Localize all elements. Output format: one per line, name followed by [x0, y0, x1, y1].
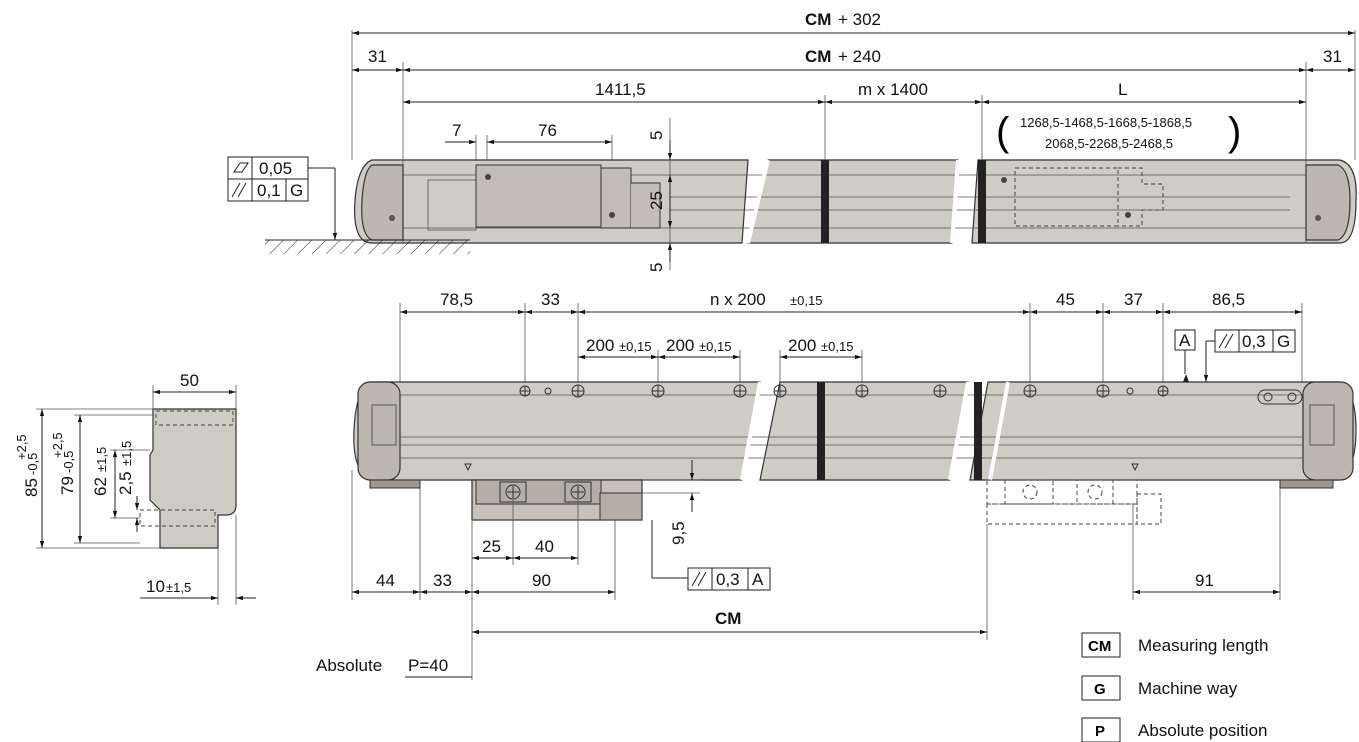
tol-bottom-ref: A [752, 570, 764, 589]
dim-85-tol-up: +2,5 [14, 434, 29, 460]
dim-25: 25 [647, 191, 666, 210]
dim-total-prefix: CM [805, 10, 831, 29]
dim-end-left: 31 [368, 47, 387, 66]
dim-33-top: 33 [541, 290, 560, 309]
legend-label-p: Absolute position [1138, 721, 1267, 740]
dim-inner-prefix: CM [805, 47, 831, 66]
dim-CM: CM [715, 609, 741, 628]
dim-2-5: 2,5 [116, 471, 135, 495]
dim-200-a: 200 [586, 336, 614, 355]
dim-86-5: 86,5 [1212, 290, 1245, 309]
dim-25-front: 25 [482, 537, 501, 556]
dim-n200-tol: ±0,15 [790, 293, 822, 308]
dim-10: 10 [146, 577, 165, 596]
tol-top-value: 0,3 [1242, 332, 1266, 351]
rail-body-middle [747, 159, 959, 244]
dim-200-b-tol: ±0,15 [699, 339, 731, 354]
L-values-line2: 2068,5-2268,5-2468,5 [1045, 136, 1173, 151]
side-profile [149, 408, 237, 549]
L-values-line1: 1268,5-1468,5-1668,5-1868,5 [1020, 115, 1192, 130]
top-view: CM + 302 31 31 CM + 240 1411,5 m x 1400 … [227, 10, 1357, 272]
svg-text:(: ( [996, 110, 1010, 154]
legend-label-cm: Measuring length [1138, 636, 1268, 655]
dim-78-5: 78,5 [440, 290, 473, 309]
dim-200-a-tol: ±0,15 [619, 339, 651, 354]
dim-first-segment: 1411,5 [595, 80, 646, 99]
dim-200-c: 200 [788, 336, 816, 355]
tolerance-frame-top: 0,05 0,1 G [227, 156, 338, 240]
dim-L: L [1118, 80, 1127, 99]
dim-total: + 302 [838, 10, 881, 29]
legend-key-p: P [1095, 723, 1105, 740]
dim-79: 79 [58, 476, 77, 495]
dim-5-top: 5 [647, 131, 666, 140]
dim-inner: + 240 [838, 47, 881, 66]
dim-2-5-tol: ±1,5 [119, 441, 134, 466]
dim-7: 7 [452, 121, 461, 140]
side-view: 50 85 +2,5 -0,5 79 +2,5 -0,5 62 ±1,5 2,5… [14, 371, 256, 605]
tol-parallel-ref: G [290, 181, 303, 200]
absolute-value: P=40 [408, 656, 448, 675]
dim-76: 76 [538, 121, 557, 140]
legend: CM Measuring length G Machine way P Abso… [1081, 632, 1268, 742]
datum-A: A [1179, 331, 1191, 350]
front-view: 78,5 33 n x 200 ±0,15 45 37 86,5 200 ±0,… [316, 290, 1357, 680]
dim-62: 62 [91, 477, 110, 496]
dim-n200: n x 200 [710, 290, 766, 309]
legend-item-g: G Machine way [1081, 675, 1238, 701]
dim-44: 44 [376, 571, 395, 590]
tol-parallel-value: 0,1 [257, 181, 281, 200]
dim-200-c-tol: ±0,15 [821, 339, 853, 354]
tolerance-frame-bottom: 0,3 A [687, 567, 771, 591]
rail-body-right [971, 159, 1357, 244]
dim-91: 91 [1195, 571, 1214, 590]
dim-79-tol-up: +2,5 [50, 432, 65, 458]
dim-37: 37 [1124, 290, 1143, 309]
dim-9-5: 9,5 [669, 521, 688, 545]
dim-repeat-segment: m x 1400 [858, 80, 928, 99]
dim-40: 40 [535, 537, 554, 556]
tol-bottom-value: 0,3 [716, 570, 740, 589]
dim-10-tol: ±1,5 [166, 580, 191, 595]
dim-200-b: 200 [666, 336, 694, 355]
tol-top-ref: G [1277, 332, 1290, 351]
legend-key-g: G [1094, 681, 1106, 698]
dim-85-tol-down: -0,5 [25, 453, 40, 475]
dim-50: 50 [180, 371, 199, 390]
reading-head-front [471, 479, 643, 521]
dim-33-bottom: 33 [433, 571, 452, 590]
absolute-label: Absolute [316, 656, 382, 675]
tolerance-frame-top-front: A 0,3 G [1174, 329, 1296, 382]
legend-label-g: Machine way [1138, 679, 1238, 698]
tol-flatness-value: 0,05 [259, 159, 292, 178]
dim-62-tol: ±1,5 [94, 447, 109, 472]
legend-item-p: P Absolute position [1081, 717, 1267, 742]
dim-45: 45 [1056, 290, 1075, 309]
legend-item-cm: CM Measuring length [1081, 632, 1268, 658]
dim-85: 85 [22, 478, 41, 497]
dim-end-right: 31 [1323, 47, 1342, 66]
dim-90: 90 [532, 571, 551, 590]
legend-key-cm: CM [1088, 638, 1111, 655]
svg-text:): ) [1228, 110, 1241, 154]
dim-5-bottom: 5 [647, 263, 666, 272]
dim-79-tol-down: -0,5 [61, 451, 76, 473]
